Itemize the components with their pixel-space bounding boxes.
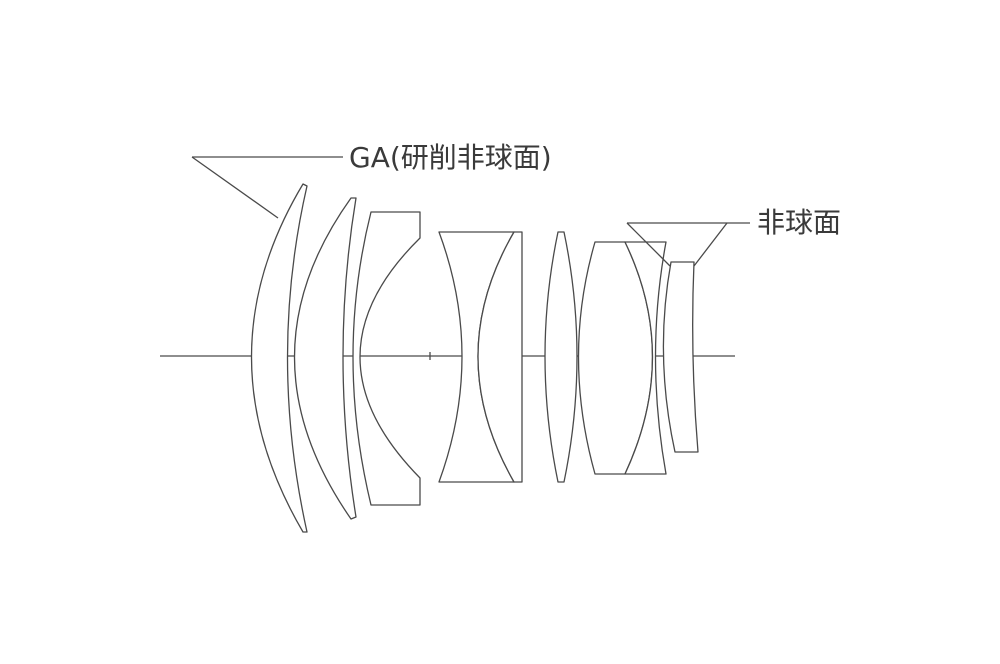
lens-element-8 [624,241,667,475]
lens-element-1-ga-aspherical [250,183,308,533]
lens-element-2 [293,197,357,520]
lens-element-5 [477,231,523,483]
ga-label: GA(研削非球面) [349,141,552,174]
ga-leader-diagonal [191,156,279,219]
aspherical-leader-right [693,222,728,267]
lens-element-3 [352,211,421,506]
aspherical-leader-left [626,222,671,267]
aspherical-label: 非球面 [757,206,841,239]
lens-element-6 [544,231,578,483]
lens-element-9-aspherical [662,261,699,453]
